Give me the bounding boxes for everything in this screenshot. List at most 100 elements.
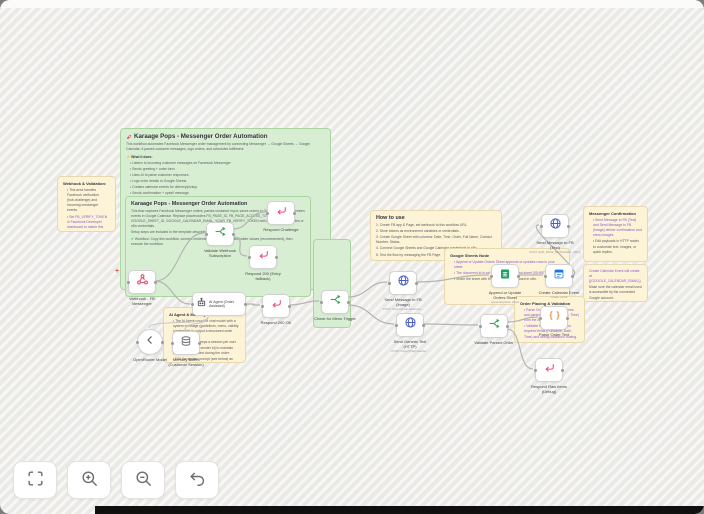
output-port[interactable] (506, 324, 509, 328)
node-parse-order-text[interactable]: Parse Order Text (539, 306, 569, 337)
node-openrouter-model[interactable]: OpenRouter Model (133, 329, 167, 362)
output-port[interactable] (415, 281, 418, 285)
node-check-menu[interactable]: Check for Menu Trigger (314, 290, 356, 321)
output-port[interactable] (293, 211, 296, 215)
node-box[interactable] (261, 294, 291, 318)
output-port[interactable] (288, 304, 291, 308)
output-port[interactable] (161, 340, 164, 344)
output-port[interactable] (198, 341, 201, 345)
note-title-text: Webhook & Validation: (63, 181, 107, 186)
node-label: Send Generic Text(HTTP)POST: https://gra… (374, 339, 446, 354)
node-send-fb-text[interactable]: Send Message to FB(Text)POST: {{FB_PAGE_… (529, 214, 581, 254)
note-line-text: Set FB_VERIFY_TOKEN in Facebook Develope… (67, 214, 108, 232)
output-port[interactable] (566, 316, 569, 320)
input-port[interactable] (395, 323, 398, 327)
node-label-line: Send Generic Text (393, 339, 427, 344)
node-box[interactable] (388, 271, 418, 295)
input-port[interactable] (534, 368, 537, 372)
node-label: Memory Buffer(Customer Session) (150, 357, 222, 367)
node-respond-challenge[interactable]: Respond Challenge (263, 201, 299, 232)
input-port[interactable] (171, 341, 174, 345)
input-port[interactable] (261, 304, 264, 308)
node-send-fb-image[interactable]: Send Message to FB(Image)POST: https://g… (383, 271, 423, 311)
output-port[interactable] (347, 300, 350, 304)
input-port[interactable] (266, 211, 269, 215)
sticky-note-messenger-confirmation[interactable]: Messenger ConfirmationSend Message to FB… (583, 206, 648, 262)
note-line-text: Setup steps are included in the template… (131, 230, 210, 235)
node-validate-parsed[interactable]: Validate Parsed Order (474, 314, 514, 345)
zoom-in-icon (80, 469, 99, 491)
note-line-text: Sends confirmation + upsell message. (132, 191, 190, 196)
note-title: Webhook & Validation: (63, 181, 110, 186)
input-port[interactable] (320, 300, 323, 304)
node-box[interactable] (395, 313, 425, 337)
note-title: Order Placing & Validation (520, 301, 579, 306)
undo-button[interactable] (175, 461, 219, 499)
input-port[interactable] (127, 280, 130, 284)
output-port[interactable] (422, 323, 425, 327)
node-box[interactable] (540, 214, 570, 238)
node-box[interactable] (490, 264, 520, 288)
node-box[interactable] (534, 358, 564, 382)
sticky-note-entry[interactable] (313, 239, 351, 328)
input-port[interactable] (205, 232, 208, 236)
node-label: Parse Order Text (518, 332, 590, 337)
input-port[interactable] (136, 340, 139, 344)
add-node-pin[interactable]: + (115, 268, 120, 275)
input-port[interactable] (191, 302, 194, 306)
node-box[interactable] (479, 314, 509, 338)
node-box[interactable] (539, 306, 569, 330)
note-line: 2. Store tokens as environment variables… (376, 229, 496, 234)
note-line: Append or Update Orders Sheet appends or… (450, 260, 564, 270)
node-box[interactable] (266, 201, 296, 225)
note-line-text: This flow captures Facebook Messenger or… (131, 209, 305, 229)
zoom-out-button[interactable] (121, 461, 165, 499)
output-port[interactable] (154, 280, 157, 284)
node-box[interactable] (205, 222, 235, 246)
node-respond-raw-items[interactable]: Respond Raw Items(Debug) (531, 358, 567, 394)
node-box[interactable] (320, 290, 350, 314)
note-line-text: Edit payloads in HTTP nodes to customize… (593, 239, 639, 254)
input-port[interactable] (248, 255, 251, 259)
node-send-generic-text[interactable]: Send Generic Text(HTTP)POST: https://gra… (391, 313, 429, 353)
input-port[interactable] (490, 274, 493, 278)
node-box[interactable] (171, 331, 201, 355)
zoom-in-button[interactable] (67, 461, 111, 499)
output-port[interactable] (567, 224, 570, 228)
output-port[interactable] (232, 232, 235, 236)
sticky-note-webhook-validation[interactable]: Webhook & Validation:This area handles F… (57, 176, 116, 232)
node-respond-200-ok[interactable]: Respond 200 OK (261, 294, 291, 325)
output-port[interactable] (517, 274, 520, 278)
input-port[interactable] (388, 281, 391, 285)
node-memory-buffer[interactable]: Memory Buffer(Customer Session) (168, 331, 204, 367)
input-port[interactable] (479, 324, 482, 328)
node-label-line: Respond Challenge (263, 227, 299, 232)
node-box[interactable] (248, 245, 278, 269)
respond-icon (543, 361, 556, 379)
input-port[interactable] (540, 224, 543, 228)
output-port[interactable] (244, 302, 247, 306)
fit-view-button[interactable] (13, 461, 57, 499)
filter-icon (488, 317, 501, 335)
node-box[interactable] (136, 329, 164, 355)
output-port[interactable] (571, 274, 574, 278)
node-box[interactable] (127, 270, 157, 294)
input-port[interactable] (539, 316, 542, 320)
output-port[interactable] (275, 255, 278, 259)
output-port[interactable] (561, 368, 564, 372)
sticky-note-calendar-info[interactable]: Create Calendar Event will create at {{G… (583, 264, 648, 302)
node-box[interactable] (544, 264, 574, 288)
node-label-line: Validate Parsed Order (474, 340, 514, 345)
input-port[interactable] (544, 274, 547, 278)
note-line: Listens to incoming customer messages on… (126, 161, 325, 166)
